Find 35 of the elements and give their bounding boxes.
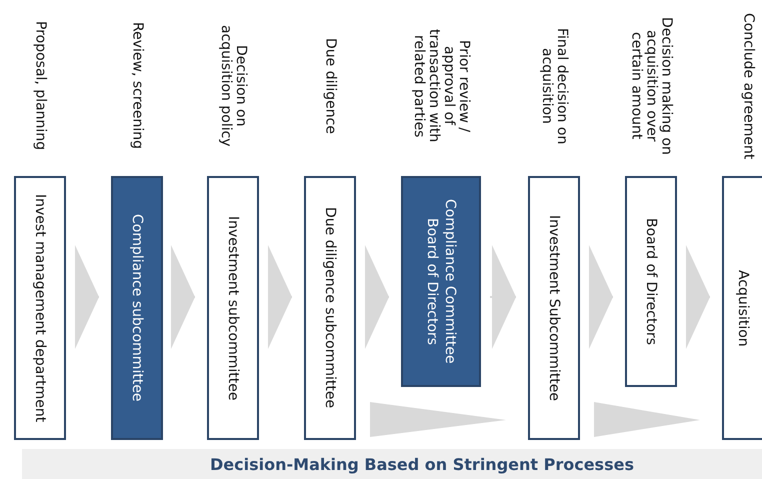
chevron-arrow xyxy=(490,245,516,349)
stage-label: Final decision on acquisition xyxy=(539,26,569,146)
chevron-arrow xyxy=(365,245,389,349)
chevron-arrow xyxy=(171,245,195,349)
wedge-arrow xyxy=(594,402,700,437)
chevron-arrow xyxy=(589,245,613,349)
box-label: Investment subcommittee xyxy=(224,216,242,400)
box-label: Investment Subcommittee xyxy=(545,214,563,402)
title-banner: Decision-Making Based on Stringent Processes xyxy=(22,449,762,479)
process-box xyxy=(304,176,356,440)
chevron-arrow xyxy=(268,245,292,349)
box-label: Board of Directors xyxy=(642,218,660,346)
stage-label: Conclude agreement xyxy=(740,12,756,162)
process-box xyxy=(207,176,259,440)
stage-label: Prior review / approval of transaction with related parties xyxy=(411,28,471,145)
box-label: Due diligence subcommittee xyxy=(321,207,339,409)
process-box xyxy=(14,176,66,440)
box-label: Acquisition xyxy=(734,270,752,346)
stage-label: Decision on acquisition policy xyxy=(218,24,248,149)
stage-label: Review, screening xyxy=(130,21,144,152)
stage-label: Proposal, planning xyxy=(32,20,48,153)
process-box xyxy=(401,176,481,387)
stage-label: Decision making on acquisition over certain amount xyxy=(628,16,674,157)
stage-label: Due diligence xyxy=(322,37,338,136)
process-box xyxy=(625,176,677,387)
process-box xyxy=(722,176,762,440)
box-label: Invest management department xyxy=(31,194,49,422)
process-box xyxy=(111,176,163,440)
chevron-arrow xyxy=(75,245,99,349)
chevron-arrow xyxy=(686,245,710,349)
box-label: Compliance Committee xyxy=(441,199,459,364)
wedge-arrow xyxy=(370,402,506,437)
process-box xyxy=(528,176,580,440)
box-label: Compliance subcommittee xyxy=(128,214,146,402)
box-label: Board of Directors xyxy=(423,218,441,346)
